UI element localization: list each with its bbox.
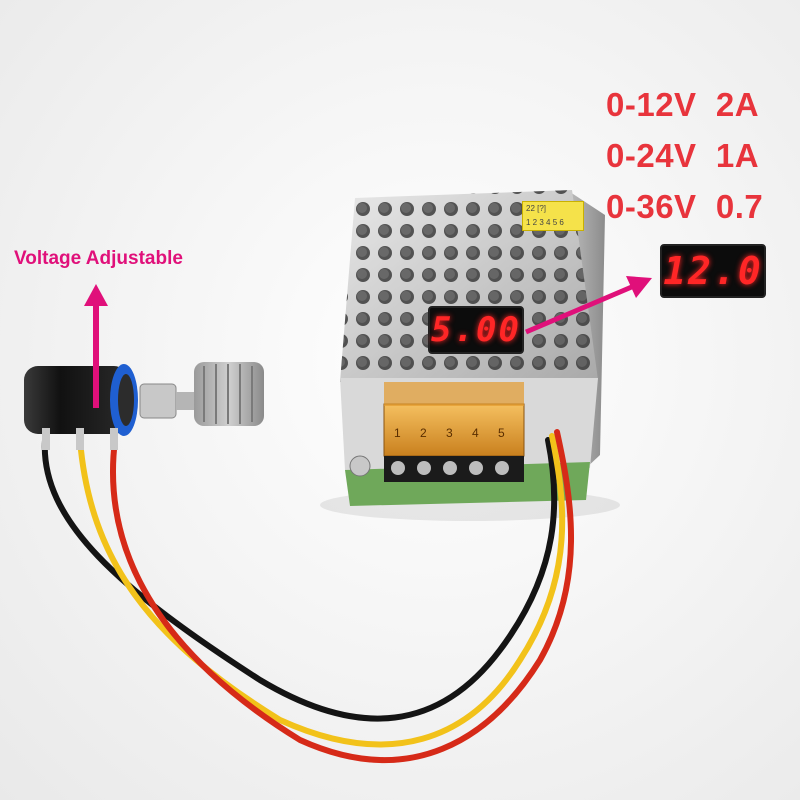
module-cover-holes xyxy=(340,190,598,382)
terminal-screws xyxy=(391,461,509,475)
wire-red xyxy=(110,429,574,764)
sticker-top-text: 22 [?] xyxy=(526,204,547,213)
terminal-number: 4 xyxy=(472,426,479,440)
pot-shaft-nut xyxy=(139,383,177,419)
spec-current: 0.7 xyxy=(715,188,764,225)
spec-current: 2A xyxy=(715,86,760,123)
spec-line-3: 0-36V 0.7 xyxy=(606,188,763,226)
spec-voltage: 0-12V xyxy=(606,86,697,123)
spec-voltage: 0-36V xyxy=(606,188,697,225)
wire-yellow xyxy=(77,433,566,748)
wire-black xyxy=(41,437,558,722)
spec-voltage: 0-24V xyxy=(606,137,697,174)
terminal-number: 3 xyxy=(446,426,453,440)
mounting-screw xyxy=(349,455,371,477)
inset-led-display: 12.0 xyxy=(660,244,766,298)
spec-line-2: 0-24V 1A xyxy=(606,137,759,175)
arrow-up xyxy=(84,284,108,408)
terminal-number: 2 xyxy=(420,426,427,440)
spec-line-1: 0-12V 2A xyxy=(606,86,759,124)
potentiometer xyxy=(24,362,264,450)
terminal-number: 1 xyxy=(394,426,401,440)
terminal-block-cover xyxy=(384,382,524,406)
terminal-number: 5 xyxy=(498,426,505,440)
wires xyxy=(41,429,574,764)
module-led-display: 5.00 xyxy=(428,306,524,354)
voltage-adjustable-caption: Voltage Adjustable xyxy=(14,248,183,269)
sticker-bottom-text: 1 2 3 4 5 6 xyxy=(526,218,564,227)
case-sticker: 22 [?] 1 2 3 4 5 6 xyxy=(522,201,584,231)
arrow-diagonal xyxy=(525,276,652,335)
spec-current: 1A xyxy=(715,137,760,174)
